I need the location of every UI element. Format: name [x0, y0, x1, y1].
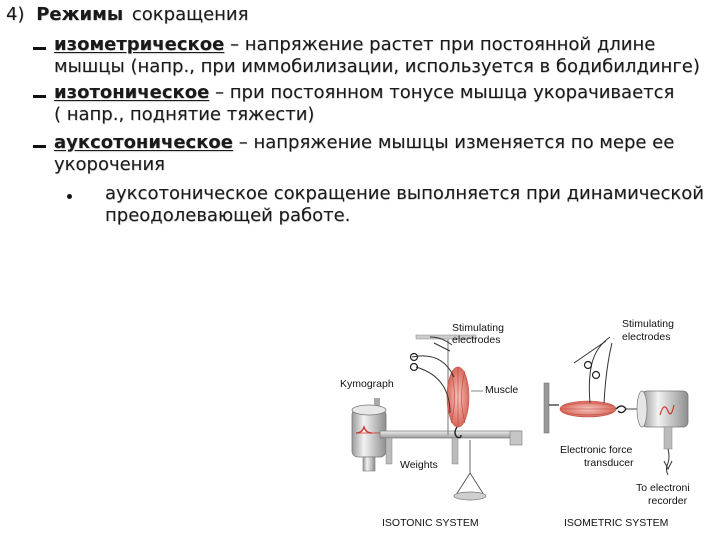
- muscle-label: Muscle: [485, 384, 518, 396]
- item-2-line-2: ( напр., поднятие тяжести): [54, 104, 315, 125]
- lever-arm: [379, 430, 521, 439]
- item-3-term: ауксотоническое: [54, 132, 234, 153]
- item-3-line-1: ауксотоническое – напряжение мышцы измен…: [54, 132, 674, 154]
- subitem-line-1: ауксотоническое сокращение выполняется п…: [105, 183, 704, 204]
- kymograph-label: Kymograph: [340, 378, 394, 390]
- isotonic-system: Stimulating electrodes Kymograph Muscle …: [340, 322, 523, 529]
- item-3-line-2: укорочения: [54, 154, 165, 175]
- bullet-dash-2: [33, 95, 46, 98]
- recorder-label-1: To electroni: [636, 482, 690, 494]
- iso-stim-label-2: electrodes: [452, 334, 500, 346]
- weights-pan: [453, 491, 487, 501]
- isometric-caption: ISOMETRIC SYSTEM: [564, 517, 668, 529]
- isotonic-caption: ISOTONIC SYSTEM: [382, 517, 479, 529]
- item-1-line-1: изометрическое – напряжение растет при п…: [54, 34, 655, 56]
- item-2-line-1: изотоническое – при постоянном тонусе мы…: [54, 82, 674, 104]
- iso-stim-label-1: Stimulating: [452, 322, 504, 334]
- kymograph-drum: [351, 398, 387, 472]
- recorder-label-2: recorder: [648, 495, 688, 507]
- sub-bullet-dot: [67, 194, 72, 199]
- heading-bold: Режимы: [36, 4, 124, 25]
- isom-stim-label-1: Stimulating: [622, 318, 674, 330]
- item-1-line-2: мышцы (напр., при иммобилизации, использ…: [54, 56, 700, 77]
- item-2-rest: – при постоянном тонусе мышца укорачивае…: [209, 82, 675, 103]
- bullet-dash-3: [33, 145, 46, 148]
- bullet-dash-1: [33, 47, 46, 50]
- weights-label: Weights: [400, 459, 438, 471]
- heading-number: 4): [6, 4, 25, 25]
- transducer-label-1: Electronic force: [560, 444, 633, 456]
- heading-rest: сокращения: [131, 4, 249, 25]
- item-1-term: изометрическое: [54, 34, 225, 55]
- muscle-systems-figure: Stimulating electrodes Kymograph Muscle …: [340, 318, 690, 529]
- subitem-line-2: преодолевающей работе.: [105, 205, 351, 226]
- item-3-rest: – напряжение мышцы изменяется по мере ее: [233, 132, 675, 153]
- item-2-term: изотоническое: [54, 82, 210, 103]
- force-transducer: [636, 390, 689, 450]
- isom-stim-label-2: electrodes: [622, 331, 670, 343]
- heading: 4) Режимы сокращения: [6, 4, 248, 26]
- item-1-rest: – напряжение растет при постоянной длине: [224, 34, 656, 55]
- transducer-label-2: transducer: [584, 457, 634, 469]
- isometric-system: Stimulating electrodes Electronic force …: [543, 318, 690, 529]
